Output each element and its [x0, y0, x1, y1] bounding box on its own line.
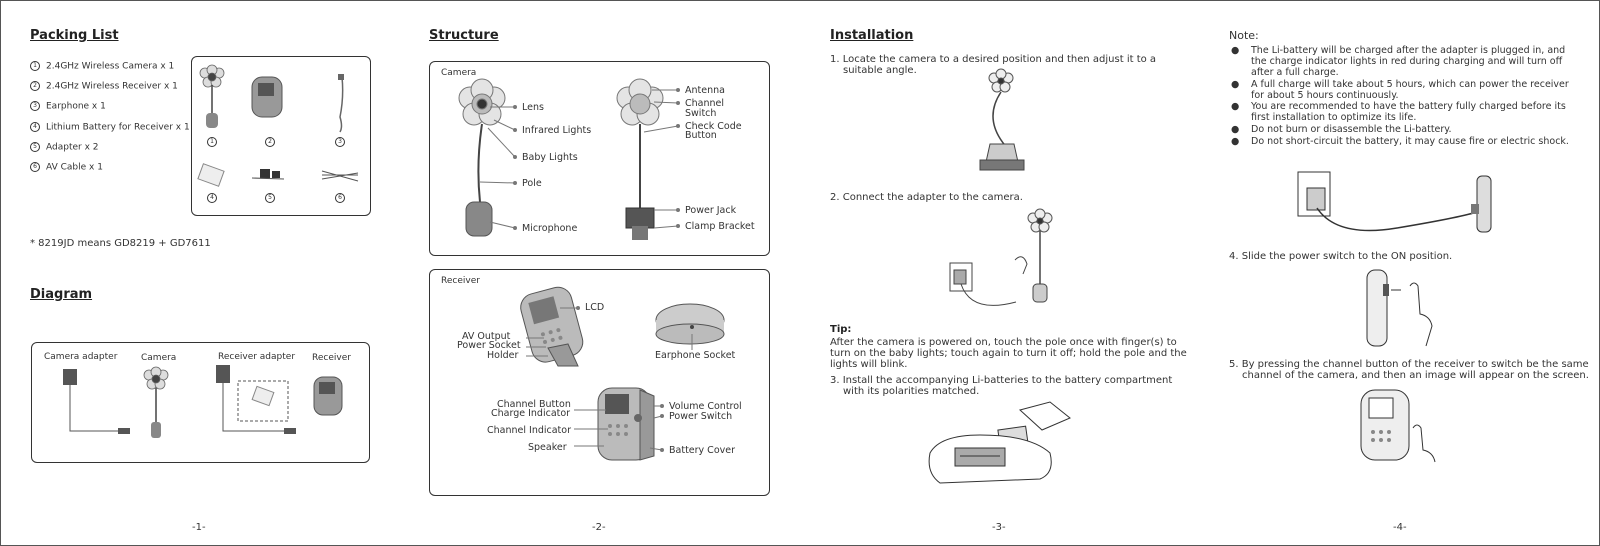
label-check-code-2: Button — [685, 130, 717, 141]
page-number: -3- — [992, 522, 1006, 533]
note-bullet-cont: first installation to optimize its life. — [1251, 112, 1417, 123]
charging-illustration — [1297, 171, 1492, 233]
packing-items-box: 1 2 3 4 5 6 — [191, 56, 371, 216]
label-power-switch: Power Switch — [669, 411, 733, 422]
packing-items-illustration — [197, 64, 359, 187]
item-number: 5 — [265, 193, 281, 204]
label-earphone-socket: Earphone Socket — [655, 350, 736, 361]
camera-structure-illustration — [458, 78, 679, 240]
label-check-code-1: Check Code — [685, 121, 742, 132]
step-3-line-2: with its polarities matched. — [843, 386, 980, 397]
label-receiver-adapter: Receiver adapter — [218, 352, 296, 362]
label-speaker: Speaker — [528, 442, 567, 453]
note-bullet: The Li-battery will be charged after the… — [1251, 45, 1566, 56]
label-channel-switch-2: Switch — [685, 108, 717, 119]
tip-line-1: After the camera is powered on, touch th… — [830, 337, 1177, 348]
note-bullet: A full charge will take about 5 hours, w… — [1251, 79, 1569, 90]
item-number: 3 — [335, 137, 351, 148]
page-number: -2- — [592, 522, 606, 533]
step-5-line-2: channel of the camera, and then an image… — [1242, 370, 1589, 381]
note-title: Note: — [1229, 29, 1259, 42]
label-channel-button: Channel Button — [497, 399, 571, 410]
structure-title: Structure — [429, 28, 499, 43]
packing-list-title: Packing List — [30, 28, 119, 43]
label-camera: Camera — [141, 353, 177, 363]
label-battery-cover: Battery Cover — [669, 445, 735, 456]
model-note: * 8219JD means GD8219 + GD7611 — [30, 238, 211, 249]
label-receiver: Receiver — [312, 353, 351, 363]
label-baby-lights: Baby Lights — [522, 152, 578, 163]
power-switch-illustration — [1366, 269, 1433, 347]
tip-line-2: turn on the baby lights; touch again to … — [830, 348, 1187, 359]
channel-button-illustration — [1360, 389, 1436, 463]
note-bullet: You are recommended to have the battery … — [1251, 101, 1566, 112]
note-bullet: Do not burn or disassemble the Li-batter… — [1251, 124, 1452, 135]
label-antenna: Antenna — [685, 85, 725, 96]
page-number: -4- — [1393, 522, 1407, 533]
label-charge-indicator: Charge Indicator — [491, 408, 571, 419]
step-4: 4. Slide the power switch to the ON posi… — [1229, 251, 1453, 262]
item-number: 2 — [265, 137, 281, 148]
label-holder: Holder — [487, 350, 519, 361]
label-volume-control: Volume Control — [669, 401, 742, 412]
note-bullet-cont: the charge indicator lights in red durin… — [1251, 56, 1563, 67]
receiver-structure-box: Receiver LCD AV Output — [429, 269, 770, 496]
note-bullet-cont: for about 5 hours continuously. — [1251, 90, 1399, 101]
camera-structure-box: Camera Lens Infrared Li — [429, 61, 770, 256]
label-channel-indicator: Channel Indicator — [487, 425, 572, 436]
note-bullet: Do not short-circuit the battery, it may… — [1251, 136, 1569, 147]
label-channel-switch-1: Channel — [685, 98, 725, 109]
diagram-box: Camera adapter Camera Receiver adapter R… — [31, 342, 370, 463]
receiver-structure-illustration — [520, 286, 725, 461]
step-1-line-1: 1. Locate the camera to a desired positi… — [830, 54, 1157, 65]
battery-install-illustration — [928, 401, 1071, 484]
step-2: 2. Connect the adapter to the camera. — [830, 192, 1023, 203]
label-camera-adapter: Camera adapter — [44, 352, 118, 362]
note-bullet-cont: after a full charge. — [1251, 67, 1339, 78]
tip-line-3: lights will blink. — [830, 359, 908, 370]
page-number: -1- — [192, 522, 206, 533]
label-clamp-bracket: Clamp Bracket — [685, 221, 755, 232]
receiver-box-label: Receiver — [441, 276, 480, 286]
label-av-output: AV Output — [462, 331, 511, 342]
step-5-line-1: 5. By pressing the channel button of the… — [1229, 359, 1589, 370]
label-infrared-lights: Infrared Lights — [522, 125, 592, 136]
label-lcd: LCD — [585, 302, 605, 313]
installation-title: Installation — [830, 28, 914, 43]
label-pole: Pole — [522, 178, 542, 189]
step-3-line-1: 3. Install the accompanying Li-batteries… — [830, 375, 1173, 386]
label-power-jack: Power Jack — [685, 205, 737, 216]
connection-diagram — [63, 365, 343, 438]
diagram-title: Diagram — [30, 287, 93, 302]
label-power-socket: Power Socket — [457, 340, 521, 351]
camera-box-label: Camera — [441, 68, 477, 78]
label-microphone: Microphone — [522, 223, 578, 234]
step-1-line-2: suitable angle. — [843, 65, 917, 76]
item-number: 1 — [207, 137, 223, 148]
item-number: 6 — [335, 193, 351, 204]
label-lens: Lens — [522, 102, 544, 113]
connect-adapter-illustration — [949, 208, 1053, 306]
item-number: 4 — [207, 193, 223, 204]
tip-title: Tip: — [830, 324, 852, 335]
camera-mount-illustration — [979, 68, 1025, 171]
